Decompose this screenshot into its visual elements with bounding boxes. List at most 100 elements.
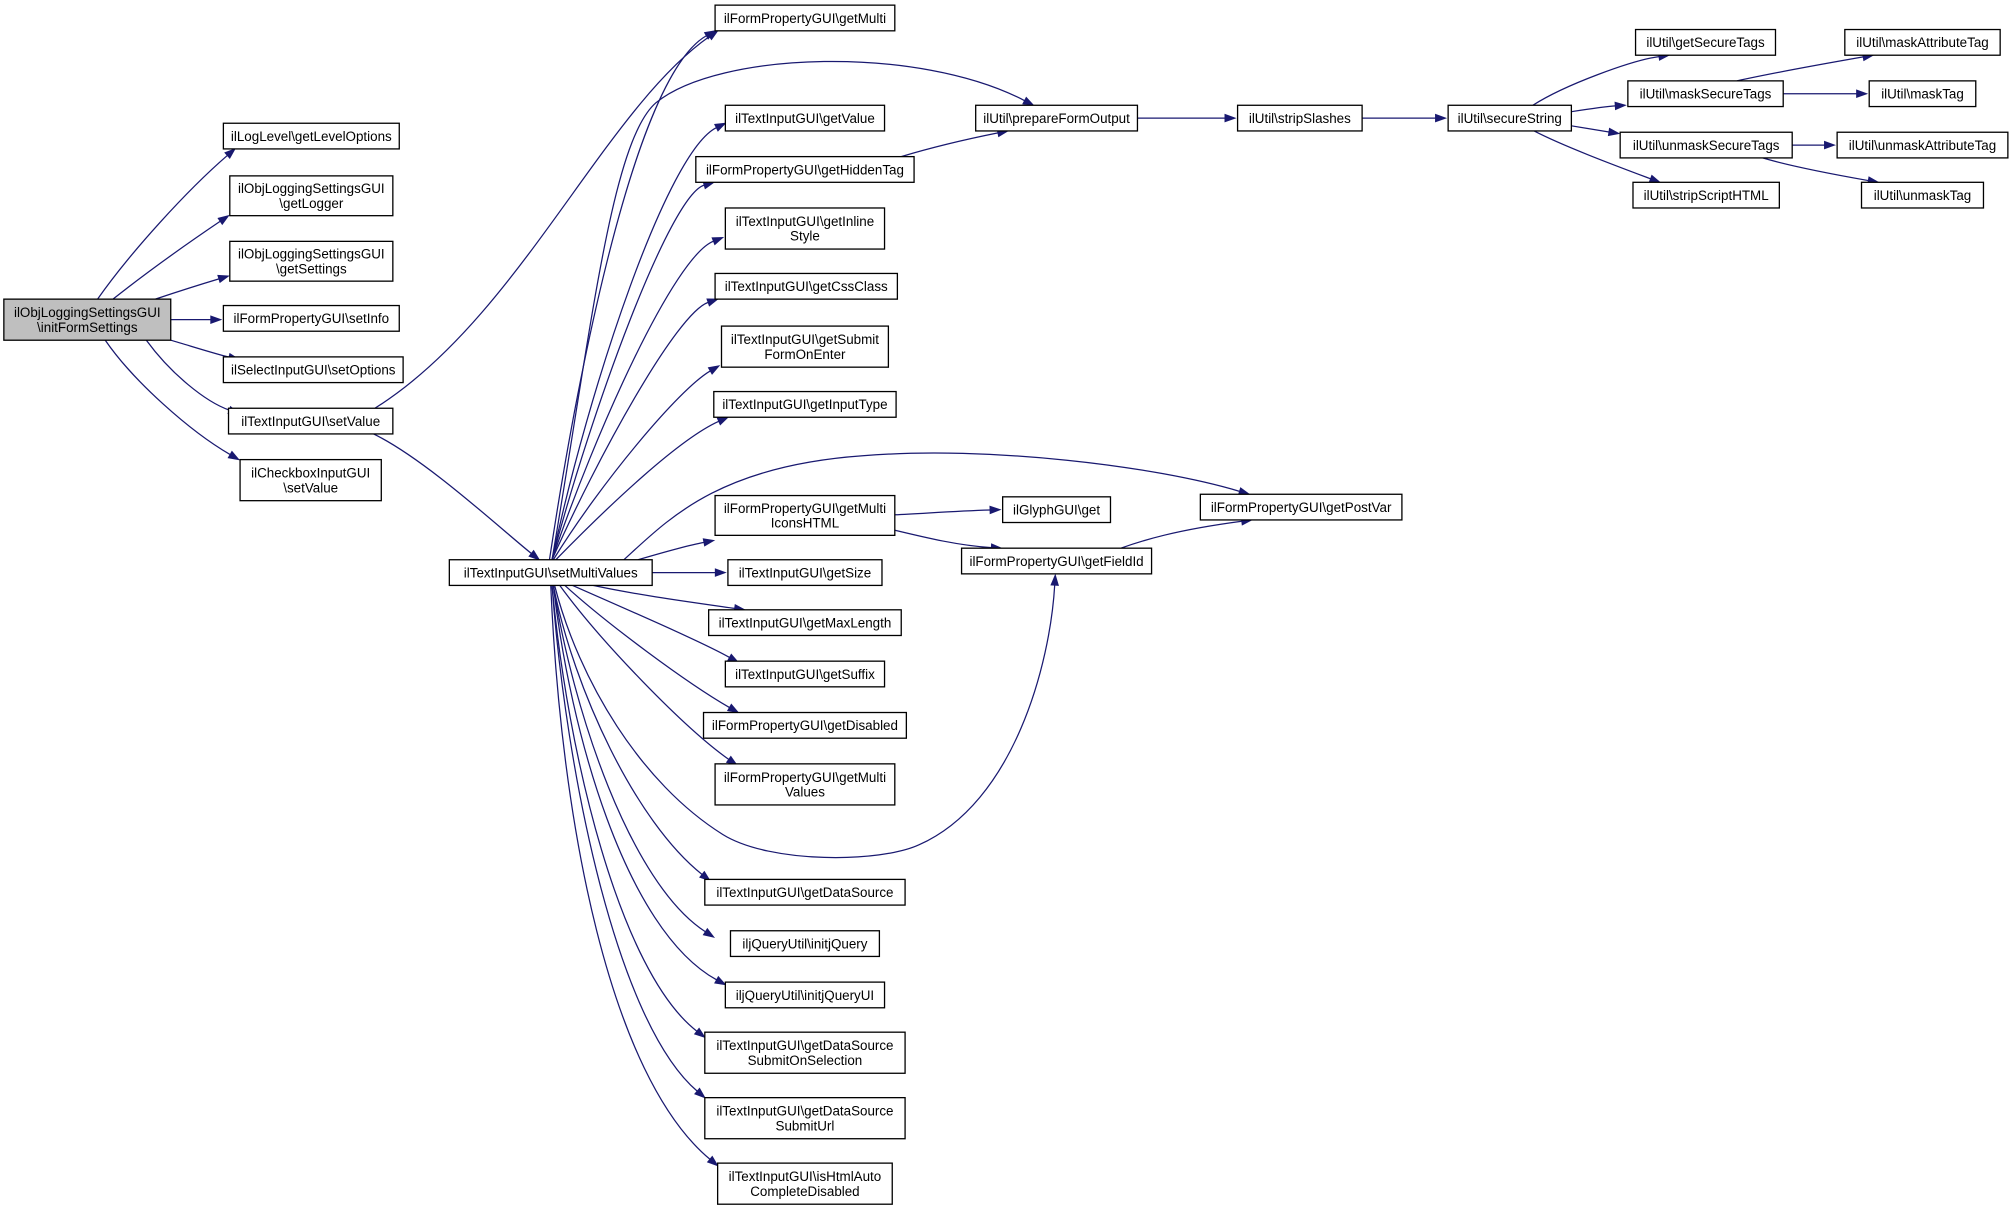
node-glyph-get[interactable]: ilGlyphGUI\get — [1002, 496, 1112, 524]
node-label: Values — [785, 785, 825, 800]
node-get-disabled[interactable]: ilFormPropertyGUI\getDisabled — [702, 711, 908, 739]
arrowhead-icon — [1435, 113, 1448, 123]
node-get-level-options[interactable]: ilLogLevel\getLevelOptions — [222, 122, 400, 150]
arrowhead-icon — [711, 236, 725, 246]
edge-set-multi-values-to-get-field-id — [553, 573, 1059, 859]
node-label: ilFormPropertyGUI\getHiddenTag — [706, 162, 904, 177]
node-get-dssubmit-on-selection[interactable]: ilTextInputGUI\getDataSourceSubmitOnSele… — [704, 1031, 906, 1074]
node-box — [1844, 28, 2001, 56]
edge-line — [551, 585, 698, 1092]
edge-line — [592, 584, 735, 610]
arrowhead-icon — [210, 315, 223, 324]
node-unmask-secure-tags[interactable]: ilUtil\unmaskSecureTags — [1619, 131, 1793, 159]
edge-line — [1533, 130, 1651, 180]
node-get-post-var[interactable]: ilFormPropertyGUI\getPostVar — [1199, 493, 1403, 521]
node-unmask-tag[interactable]: ilUtil\unmaskTag — [1860, 181, 1985, 209]
edge-line — [1762, 157, 1869, 182]
node-box — [724, 207, 886, 250]
node-label: ilTextInputGUI\getDataSource — [716, 1038, 893, 1053]
node-get-secure-tags[interactable]: ilUtil\getSecureTags — [1634, 28, 1777, 56]
edge-set-multi-values-to-get-css-class — [551, 298, 720, 560]
edge-line — [104, 339, 231, 456]
node-label: ilFormPropertyGUI\getMulti — [724, 770, 886, 785]
edges-layer — [97, 29, 1880, 1167]
node-set-info[interactable]: ilFormPropertyGUI\setInfo — [222, 304, 400, 332]
node-box — [695, 155, 915, 183]
edge-secure-string-to-unmask-secure-tags — [1571, 125, 1621, 137]
node-set-options[interactable]: ilSelectInputGUI\setOptions — [222, 356, 404, 384]
node-box — [714, 494, 896, 536]
node-prepare-form-output[interactable]: ilUtil\prepareFormOutput — [975, 104, 1139, 132]
edge-set-multi-values-to-initj-query-ui — [552, 585, 727, 986]
edge-mask-secure-tags-to-mask-tag — [1783, 89, 1869, 99]
node-set-value[interactable]: ilTextInputGUI\setValue — [227, 407, 394, 435]
node-get-css-class[interactable]: ilTextInputGUI\getCssClass — [714, 272, 899, 300]
node-root[interactable]: ilObjLoggingSettingsGUI\initFormSettings — [3, 298, 172, 341]
edge-unmask-secure-tags-to-unmask-attribute-tag — [1792, 140, 1837, 150]
node-get-max-length[interactable]: ilTextInputGUI\getMaxLength — [708, 609, 902, 637]
arrowhead-icon — [706, 298, 720, 307]
edge-line — [550, 585, 711, 1160]
node-box — [1199, 493, 1403, 521]
edge-line — [145, 339, 230, 411]
edge-root-to-get-level-options — [97, 147, 237, 300]
node-box — [727, 559, 883, 587]
node-label: ilUtil\maskTag — [1881, 87, 1964, 102]
node-label: ilTextInputGUI\getDataSource — [716, 1104, 893, 1119]
node-label: Style — [790, 229, 820, 244]
node-initj-query[interactable]: iljQueryUtil\initjQuery — [729, 930, 881, 958]
node-get-logger[interactable]: ilObjLoggingSettingsGUI\getLogger — [229, 175, 394, 217]
node-label: ilFormPropertyGUI\getDisabled — [712, 718, 898, 733]
node-mask-secure-tags[interactable]: ilUtil\maskSecureTags — [1627, 80, 1784, 108]
node-get-input-type[interactable]: ilTextInputGUI\getInputType — [713, 390, 897, 418]
node-label: ilTextInputGUI\getDataSource — [716, 885, 893, 900]
node-get-suffix[interactable]: ilTextInputGUI\getSuffix — [724, 660, 886, 688]
node-strip-slashes[interactable]: ilUtil\stripSlashes — [1236, 104, 1363, 132]
node-box — [227, 407, 394, 435]
edge-line — [551, 184, 705, 560]
edge-set-multi-values-to-get-value — [551, 122, 727, 560]
node-box — [1447, 104, 1573, 132]
edge-line — [623, 452, 1240, 561]
edge-set-multi-values-to-get-dssubmit-url — [551, 585, 706, 1099]
node-is-html-auto-complete-disabled[interactable]: ilTextInputGUI\isHtmlAutoCompleteDisable… — [716, 1162, 893, 1205]
node-box — [1634, 28, 1777, 56]
edge-line — [170, 339, 230, 358]
arrowhead-icon — [227, 450, 241, 461]
arrowhead-icon — [1648, 174, 1662, 183]
node-box — [714, 763, 896, 806]
edge-line — [551, 585, 698, 1032]
node-initj-query-ui[interactable]: iljQueryUtil\initjQueryUI — [724, 981, 886, 1009]
node-set-multi-values[interactable]: ilTextInputGUI\setMultiValues — [448, 559, 653, 587]
node-get-data-source[interactable]: ilTextInputGUI\getDataSource — [704, 878, 906, 906]
node-strip-script-html[interactable]: ilUtil\stripScriptHTML — [1632, 181, 1780, 209]
node-label: ilTextInputGUI\getMaxLength — [719, 615, 892, 630]
node-label: IconsHTML — [771, 516, 839, 531]
node-get-settings[interactable]: ilObjLoggingSettingsGUI\getSettings — [229, 240, 394, 282]
node-cb-set-value[interactable]: ilCheckboxInputGUI\setValue — [239, 458, 382, 502]
node-mask-attribute-tag[interactable]: ilUtil\maskAttributeTag — [1844, 28, 2001, 56]
node-box — [702, 711, 908, 739]
node-label: ilUtil\stripScriptHTML — [1644, 188, 1769, 203]
node-get-hidden-tag[interactable]: ilFormPropertyGUI\getHiddenTag — [695, 155, 915, 183]
edge-set-multi-values-to-get-inline-style — [551, 236, 725, 560]
node-box — [960, 547, 1153, 575]
node-box — [1236, 104, 1363, 132]
node-get-value[interactable]: ilTextInputGUI\getValue — [724, 104, 886, 132]
edge-set-value-to-get-multi — [374, 29, 719, 409]
edge-set-multi-values-to-get-max-length — [592, 584, 747, 613]
node-box — [1860, 181, 1985, 209]
node-get-size[interactable]: ilTextInputGUI\getSize — [727, 559, 883, 587]
edge-line — [564, 584, 730, 709]
node-label: ilObjLoggingSettingsGUI — [238, 247, 385, 262]
node-mask-tag[interactable]: ilUtil\maskTag — [1868, 80, 1977, 108]
node-get-field-id[interactable]: ilFormPropertyGUI\getFieldId — [960, 547, 1153, 575]
node-unmask-attribute-tag[interactable]: ilUtil\unmaskAttributeTag — [1836, 131, 2009, 159]
node-secure-string[interactable]: ilUtil\secureString — [1447, 104, 1573, 132]
node-get-multi[interactable]: ilFormPropertyGUI\getMulti — [714, 4, 896, 32]
